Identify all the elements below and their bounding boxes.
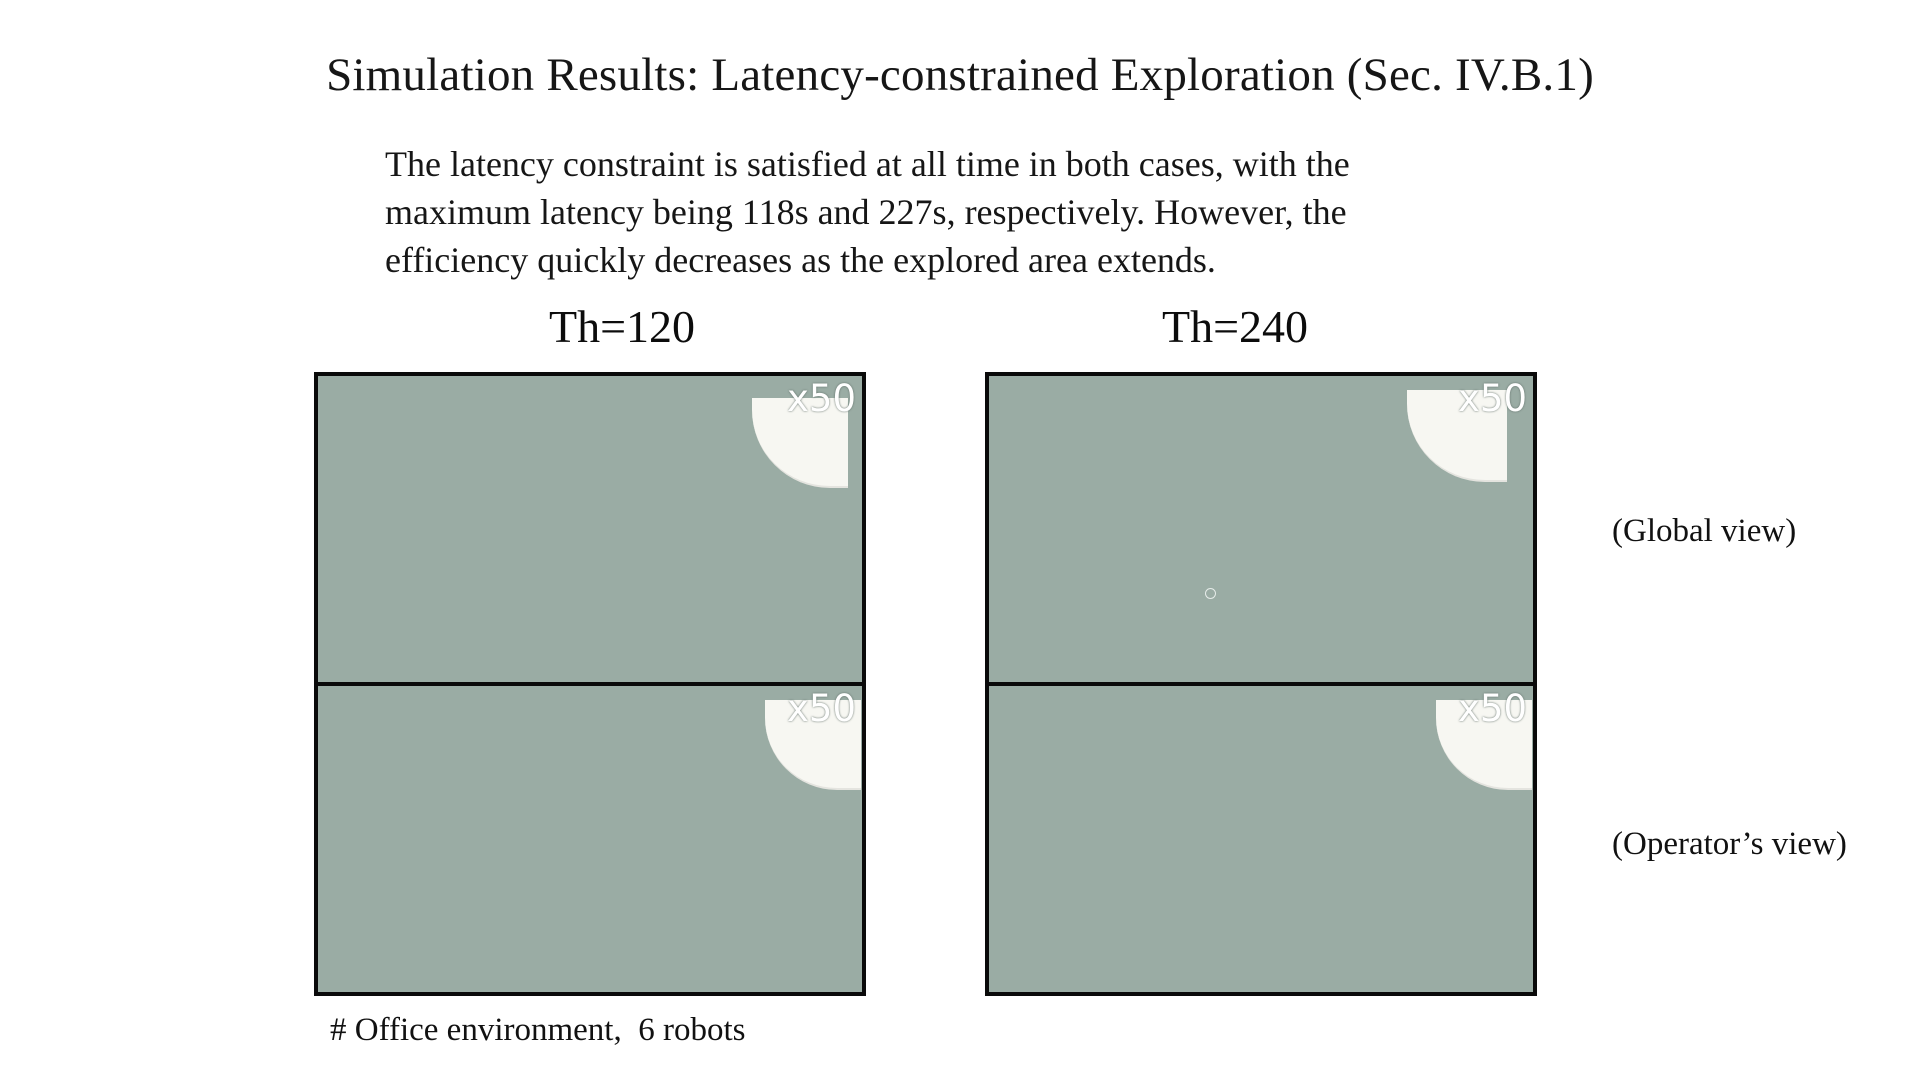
playback-speed-label: x50 [1458, 687, 1527, 730]
row-label-global-view: (Global view) [1612, 513, 1797, 549]
column-label-th120: Th=120 [548, 301, 696, 352]
column-label-th240: Th=240 [1161, 301, 1309, 352]
slide-title: Simulation Results: Latency-constrained … [326, 49, 1594, 101]
body-line: maximum latency being 118s and 227s, res… [385, 192, 1347, 232]
row-label-operator-view: (Operator’s view) [1612, 826, 1847, 862]
simulation-column-th120: x50 x50 [314, 372, 866, 996]
body-line: The latency constraint is satisfied at a… [385, 144, 1350, 184]
playback-speed-label: x50 [787, 377, 856, 420]
operator-view-panel-th240: x50 [989, 686, 1533, 992]
body-line: efficiency quickly decreases as the expl… [385, 240, 1216, 280]
slide-body-text: The latency constraint is satisfied at a… [385, 140, 1565, 284]
operator-view-panel-th120: x50 [318, 686, 862, 992]
playback-speed-label: x50 [787, 687, 856, 730]
global-view-panel-th240: x50 [989, 376, 1533, 682]
robot-marker-icon [1205, 588, 1216, 599]
playback-speed-label: x50 [1458, 377, 1527, 420]
global-view-panel-th120: x50 [318, 376, 862, 682]
simulation-column-th240: x50 x50 [985, 372, 1537, 996]
environment-caption: # Office environment, 6 robots [330, 1012, 746, 1048]
